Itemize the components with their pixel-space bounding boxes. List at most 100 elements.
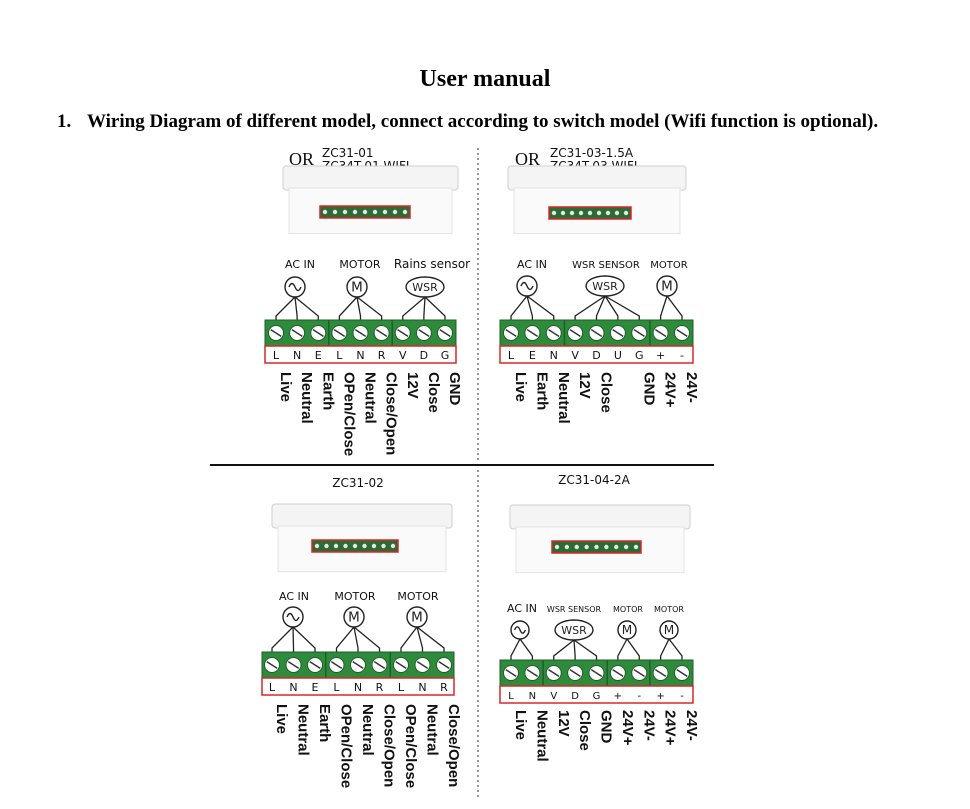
wire-line [294,296,319,320]
switch-terminal-screw [594,544,599,550]
motor-icon-glyph: M [622,623,632,637]
terminal-group-label: MOTOR [397,590,439,603]
terminal-screw-slot [633,329,645,337]
wire-line [573,639,576,660]
wire-description: Close [425,372,442,413]
wsr-sensor-icon [585,275,625,297]
terminal-group-label: WSR SENSOR [572,260,640,271]
wire-description: Neutral [298,372,315,424]
switch-terminal-screw [362,209,368,215]
wire-description: GND [446,372,463,406]
wire-line [604,295,640,320]
wsr-sensor-icon-glyph: WSR [592,280,618,293]
wire-line [423,296,426,320]
terminal-screw-slot [333,329,346,337]
wire-line [526,295,534,320]
ac-wave-icon [513,626,527,634]
pin-label: L [508,691,514,702]
switch-terminal-screw [551,210,557,216]
switch-terminal-screw [605,210,611,216]
terminal-screw-slot [590,329,603,337]
terminal-screw-slot [526,329,539,337]
pin-label: L [508,349,515,362]
wire-line [356,296,362,320]
terminal-screw-slot [352,661,364,669]
motor-icon-glyph: M [411,610,423,626]
pin-label: - [680,349,684,362]
wire-description: 12V [404,372,421,399]
terminal-screw-slot [569,669,581,677]
wire-line [275,296,296,320]
switch-body [271,503,453,529]
pin-label: N [550,349,558,362]
terminal-screw-slot [312,329,324,337]
terminal-screw-slot [418,329,430,337]
pin-label: + [614,691,622,702]
switch-terminal-screw [584,544,589,550]
terminal-screw-slot [612,329,624,337]
switch-terminal-screw [332,209,338,215]
wire-description: Close [576,710,593,751]
switch-terminal-screw [314,543,320,549]
model-name: ZC31-03-1.5A [550,146,634,160]
pin-label-row [499,345,694,364]
switch-terminal-screw [392,209,398,215]
wire-line [574,295,606,320]
wire-line [617,638,628,660]
switch-terminal-screw [564,544,570,550]
pin-label: E [529,349,536,362]
terminal-group-label: AC IN [285,258,315,271]
wire-line [519,638,534,660]
terminal-screw-slot [395,661,407,669]
model-name: ZC31-04-2A [558,473,630,487]
wire-line [424,296,446,320]
pin-label: N [354,681,362,694]
wire-line [335,626,355,652]
pin-label: G [441,349,450,362]
wire-line [626,638,640,660]
terminal-screw-slot [287,661,300,669]
switch-terminal-screw [578,210,584,216]
switch-terminal-screw [322,209,328,215]
wire-line [294,296,298,320]
switch-terminal-screw [381,543,386,549]
terminal-screw-slot [676,329,688,337]
pin-label-row [264,345,457,364]
wire-description: 24V- [640,710,657,741]
switch-terminal-screw [342,209,348,215]
pin-label: G [635,349,644,362]
switch-terminal-screw [633,544,639,550]
pin-label: U [614,349,622,362]
terminal-group-label: MOTOR [654,605,684,614]
switch-terminal-screw [372,209,378,215]
switch-body [509,504,691,530]
pin-label: N [529,691,536,702]
pin-label: R [378,349,386,362]
switch-terminal-screw [352,209,358,215]
wire-description: 24V+ [662,710,679,746]
switch-terminal-screw [343,543,348,549]
wire-description: Neutral [295,704,312,756]
motor-icon [406,606,428,628]
terminal-screw-slot [548,669,560,677]
switch-terminal-screw [390,543,396,549]
wire-line [356,296,383,320]
wire-description: Neutral [424,704,441,756]
section-number: 1. [57,111,72,132]
pin-label: V [550,691,557,702]
motor-icon-glyph: M [351,280,363,296]
switch-terminal-screw [596,210,602,216]
pin-label: V [399,349,407,362]
wire-description: Earth [316,704,333,742]
terminal-group-label: AC IN [279,590,309,603]
terminal-screw-slot [569,329,581,337]
pin-label: L [273,349,280,362]
wire-line [416,626,424,652]
motor-icon-glyph: M [661,279,673,295]
switch-terminal-screw [587,210,593,216]
pin-label: R [440,681,448,694]
wire-line [666,295,683,320]
pin-label: E [312,681,319,694]
wire-line [510,295,528,320]
terminal-screw-slot [309,661,321,669]
